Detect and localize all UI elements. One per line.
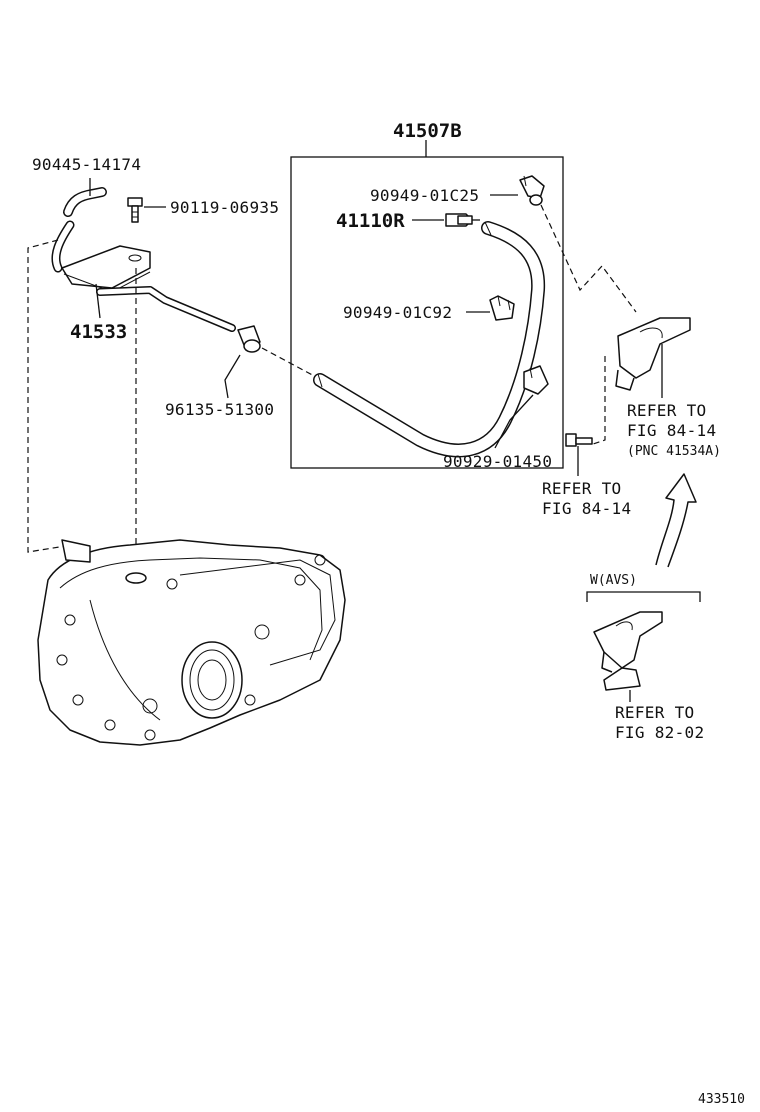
label-p96135: 96135-51300	[165, 400, 274, 419]
part-valve-41110r: 41110R	[336, 210, 480, 232]
label-p41533: 41533	[70, 321, 127, 343]
label-p90445: 90445-14174	[32, 155, 141, 174]
dashed-connections-left	[27, 239, 319, 575]
label-p90929: 90929-01450	[443, 452, 552, 471]
part-hose-clip	[523, 365, 549, 395]
label-refer2-l2: FIG 84-14	[542, 499, 631, 518]
part-hose-90445: 90445-14174	[32, 155, 141, 217]
part-bolt-90119: 90119-06935	[127, 197, 279, 223]
part-clamp-90949c25: 90949-01C25	[370, 175, 545, 206]
label-refer1-l2: FIG 84-14	[627, 421, 716, 440]
label-assembly: 41507B	[393, 120, 462, 142]
label-p90949c25: 90949-01C25	[370, 186, 479, 205]
arrow-up-icon	[655, 473, 697, 568]
label-p41110: 41110R	[336, 210, 405, 232]
figure-number: 433510	[698, 1092, 745, 1107]
label-refer1-l3: (PNC 41534A)	[627, 444, 721, 459]
label-refer2-l1: REFER TO	[542, 479, 621, 498]
label-wavs: W(AVS)	[590, 573, 637, 588]
label-refer3-l1: REFER TO	[615, 703, 694, 722]
part-hose-90929: 90929-01450	[313, 221, 552, 471]
part-clip-96135: 96135-51300	[165, 325, 274, 419]
variant-wavs: W(AVS) REFER TO FIG 82-02	[586, 573, 704, 742]
part-bracket-tube-41533: 41533	[51, 220, 236, 343]
label-refer1-l1: REFER TO	[627, 401, 706, 420]
part-bracket-41534a: REFER TO FIG 84-14 (PNC 41534A)	[540, 204, 721, 459]
label-p90949c92: 90949-01C92	[343, 303, 452, 322]
label-refer3-l2: FIG 82-02	[615, 723, 704, 742]
differential-housing	[37, 539, 346, 746]
part-bolt-fig84: REFER TO FIG 84-14	[542, 433, 631, 518]
part-clamp-90949c92: 90949-01C92	[343, 295, 515, 322]
assembly-box: 41507B	[290, 120, 564, 469]
label-p90119: 90119-06935	[170, 198, 279, 217]
